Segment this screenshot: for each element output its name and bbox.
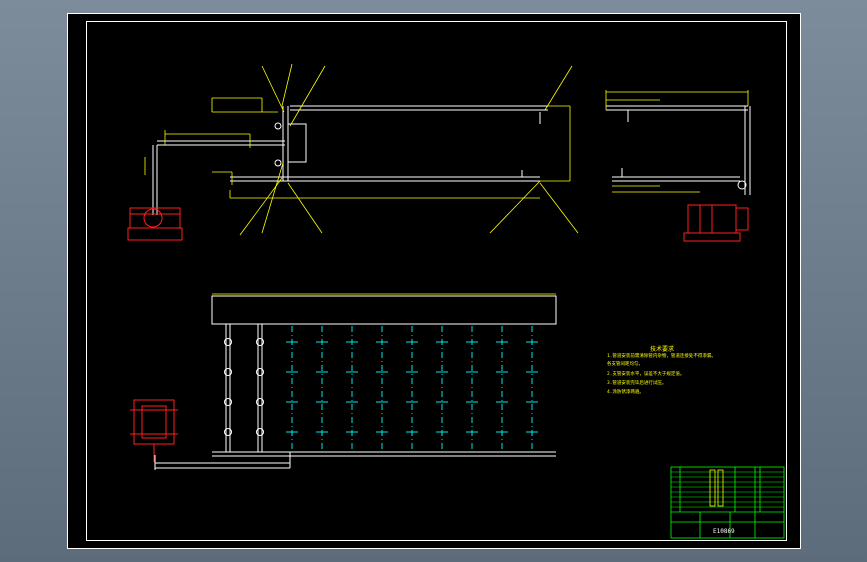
nozzle-grid: [286, 326, 538, 450]
drawing-code: E10869: [713, 528, 735, 535]
note-line: 2.支管安装水平，误差不大于规定值。: [607, 372, 685, 377]
pump-front: [127, 207, 183, 241]
note-line: 4.涂防锈漆两遍。: [607, 390, 644, 395]
note-line: 1.管道安装前需清除管内杂物，管道连接处不得渗漏。: [607, 354, 716, 359]
note-line: 各支管间距均匀。: [607, 362, 643, 367]
inner-frame: [86, 21, 787, 541]
notes-title: 技术要求: [650, 346, 675, 353]
note-line: 3.管道安装完毕后进行试压。: [607, 381, 667, 386]
title-block: [670, 466, 785, 539]
pump-side: [683, 204, 749, 242]
front-view: [152, 105, 548, 215]
pump-plan: [130, 399, 178, 462]
title-block-symbols: [709, 469, 724, 507]
side-dimensions: [605, 90, 749, 193]
side-view: [606, 105, 751, 195]
title-block-rows: [671, 471, 784, 508]
outer-frame: [67, 13, 801, 549]
drawing-sheet: [67, 13, 801, 549]
plan-view: [154, 295, 557, 470]
front-dimensions: [144, 63, 579, 236]
